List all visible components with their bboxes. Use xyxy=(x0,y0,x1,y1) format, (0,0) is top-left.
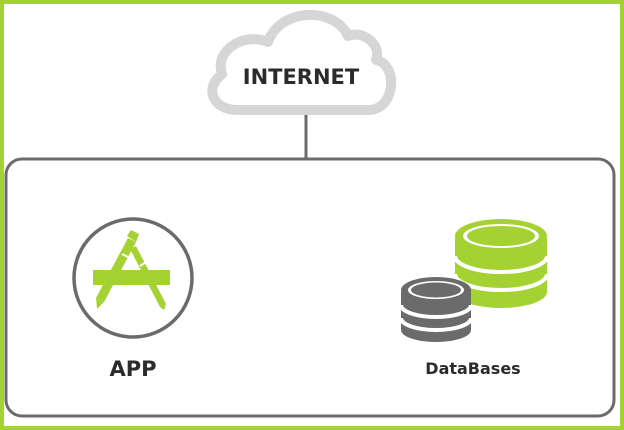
database-stack-small-icon xyxy=(399,277,473,342)
databases-label: DataBases xyxy=(425,359,520,378)
internet-label: INTERNET xyxy=(243,65,360,89)
cloud-icon xyxy=(207,10,396,115)
network-container xyxy=(4,157,616,418)
database-stack-large-icon xyxy=(453,219,549,308)
app-label: APP xyxy=(109,357,156,381)
app-store-icon xyxy=(72,217,194,339)
